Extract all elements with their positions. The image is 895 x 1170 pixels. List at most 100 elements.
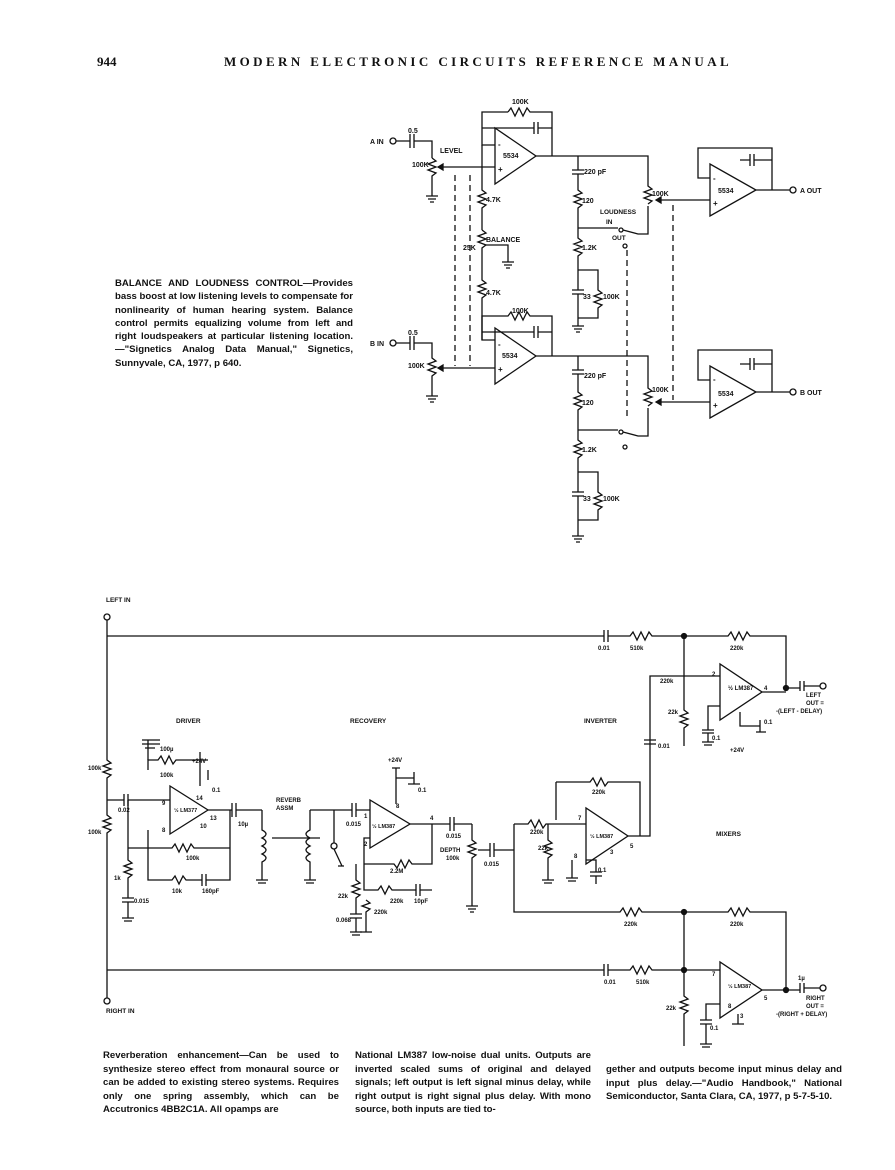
svg-text:-: - — [498, 140, 501, 149]
svg-text:REVERB: REVERB — [276, 798, 302, 804]
svg-text:100K: 100K — [652, 387, 669, 394]
svg-text:1.2K: 1.2K — [582, 245, 597, 252]
caption-body: —Provides bass boost at low listening le… — [115, 278, 353, 369]
svg-text:22k: 22k — [338, 894, 349, 900]
svg-text:½ LM377: ½ LM377 — [174, 807, 197, 814]
svg-text:22k: 22k — [666, 1006, 677, 1012]
svg-text:-(RIGHT + DELAY): -(RIGHT + DELAY) — [776, 1012, 827, 1018]
svg-text:RIGHT: RIGHT — [806, 996, 825, 1002]
svg-text:RECOVERY: RECOVERY — [350, 718, 387, 725]
svg-text:100K: 100K — [603, 294, 620, 301]
svg-text:5534: 5534 — [503, 153, 519, 160]
svg-text:IN: IN — [606, 219, 613, 226]
reverb-caption-col1: Reverberation enhancement—Can be used to… — [103, 1049, 339, 1117]
svg-text:2: 2 — [712, 672, 716, 678]
svg-text:5: 5 — [764, 996, 768, 1002]
svg-text:2: 2 — [364, 842, 368, 848]
svg-text:7: 7 — [578, 816, 582, 822]
svg-text:0.5: 0.5 — [408, 330, 418, 337]
svg-text:0.1: 0.1 — [712, 736, 721, 742]
svg-text:-(LEFT - DELAY): -(LEFT - DELAY) — [776, 709, 822, 715]
svg-text:7: 7 — [712, 972, 716, 978]
svg-text:9: 9 — [162, 801, 166, 807]
svg-text:½ LM387: ½ LM387 — [590, 833, 613, 840]
svg-text:1: 1 — [364, 814, 368, 820]
svg-text:DEPTH: DEPTH — [440, 848, 460, 854]
svg-text:10pF: 10pF — [414, 899, 428, 905]
svg-text:220k: 220k — [730, 646, 744, 652]
svg-text:22k: 22k — [538, 846, 549, 852]
svg-text:0.01: 0.01 — [604, 980, 616, 986]
svg-text:ASSM: ASSM — [276, 806, 293, 812]
svg-text:4: 4 — [764, 686, 768, 692]
svg-text:100k: 100k — [446, 856, 460, 862]
svg-text:3: 3 — [740, 1014, 744, 1020]
svg-text:220k: 220k — [530, 830, 544, 836]
svg-text:220k: 220k — [730, 922, 744, 928]
svg-text:5534: 5534 — [718, 391, 734, 398]
svg-text:B OUT: B OUT — [800, 390, 823, 397]
svg-text:RIGHT IN: RIGHT IN — [106, 1008, 135, 1015]
svg-text:100K: 100K — [652, 191, 669, 198]
svg-text:0.068: 0.068 — [336, 918, 352, 924]
svg-text:LEVEL: LEVEL — [440, 148, 463, 155]
svg-text:5534: 5534 — [502, 353, 518, 360]
svg-text:+: + — [498, 165, 503, 174]
balance-loudness-schematic: A IN 0.5 100K LEVEL 5534 - + 100K 4.7K B… — [370, 99, 823, 543]
svg-text:0.01: 0.01 — [658, 744, 670, 750]
svg-text:INVERTER: INVERTER — [584, 718, 617, 725]
svg-text:220k: 220k — [592, 790, 606, 796]
svg-text:MIXERS: MIXERS — [716, 831, 742, 838]
reverb-caption-col2: National LM387 low-noise dual units. Out… — [355, 1050, 591, 1115]
svg-text:0.1: 0.1 — [212, 788, 221, 794]
svg-text:10: 10 — [200, 824, 207, 830]
svg-text:0.02: 0.02 — [118, 808, 130, 814]
svg-text:+: + — [713, 199, 718, 208]
svg-text:4: 4 — [430, 816, 434, 822]
svg-text:½ LM387: ½ LM387 — [728, 685, 754, 692]
svg-text:-: - — [498, 340, 501, 349]
svg-text:0.015: 0.015 — [134, 899, 150, 905]
svg-text:100µ: 100µ — [160, 747, 174, 753]
svg-text:22k: 22k — [668, 710, 679, 716]
svg-text:+: + — [713, 401, 718, 410]
svg-text:100K: 100K — [512, 308, 529, 315]
svg-text:-: - — [713, 375, 716, 384]
svg-text:½ LM387: ½ LM387 — [372, 823, 395, 830]
svg-text:+24V: +24V — [730, 748, 744, 754]
svg-text:5534: 5534 — [718, 188, 734, 195]
svg-text:BALANCE: BALANCE — [486, 237, 521, 244]
balance-loudness-caption: Balance and loudness control—Provides ba… — [115, 277, 353, 370]
svg-text:13: 13 — [210, 816, 217, 822]
reverberation-schematic: LEFT IN 100k 100k RIGHT IN 0.01 510k 220… — [88, 597, 827, 1048]
svg-text:0.01: 0.01 — [598, 646, 610, 652]
svg-text:10k: 10k — [172, 889, 183, 895]
svg-text:510k: 510k — [636, 980, 650, 986]
svg-text:10µ: 10µ — [238, 822, 249, 828]
svg-text:100K: 100K — [412, 162, 429, 169]
svg-text:220 pF: 220 pF — [584, 373, 607, 380]
svg-text:+: + — [498, 365, 503, 374]
svg-text:LOUDNESS: LOUDNESS — [600, 209, 637, 216]
svg-text:14: 14 — [196, 796, 203, 802]
svg-text:120: 120 — [582, 198, 594, 205]
svg-text:8: 8 — [728, 1004, 732, 1010]
svg-text:220k: 220k — [624, 922, 638, 928]
svg-text:33: 33 — [583, 496, 591, 503]
caption-title: Reverberation enhancement — [103, 1050, 240, 1061]
svg-text:8: 8 — [162, 828, 166, 834]
svg-text:DRIVER: DRIVER — [176, 718, 201, 725]
svg-text:100k: 100k — [186, 856, 200, 862]
svg-text:1k: 1k — [114, 876, 121, 882]
svg-text:160pF: 160pF — [202, 889, 220, 895]
svg-text:1.2K: 1.2K — [582, 447, 597, 454]
svg-text:OUT =: OUT = — [806, 1004, 824, 1010]
svg-text:100k: 100k — [88, 830, 102, 836]
svg-text:0.1: 0.1 — [710, 1026, 719, 1032]
svg-text:4.7K: 4.7K — [486, 197, 501, 204]
svg-text:OUT: OUT — [612, 235, 626, 242]
svg-text:0.1: 0.1 — [764, 720, 773, 726]
label-a-in: A IN — [370, 139, 384, 146]
svg-text:100K: 100K — [512, 99, 529, 106]
